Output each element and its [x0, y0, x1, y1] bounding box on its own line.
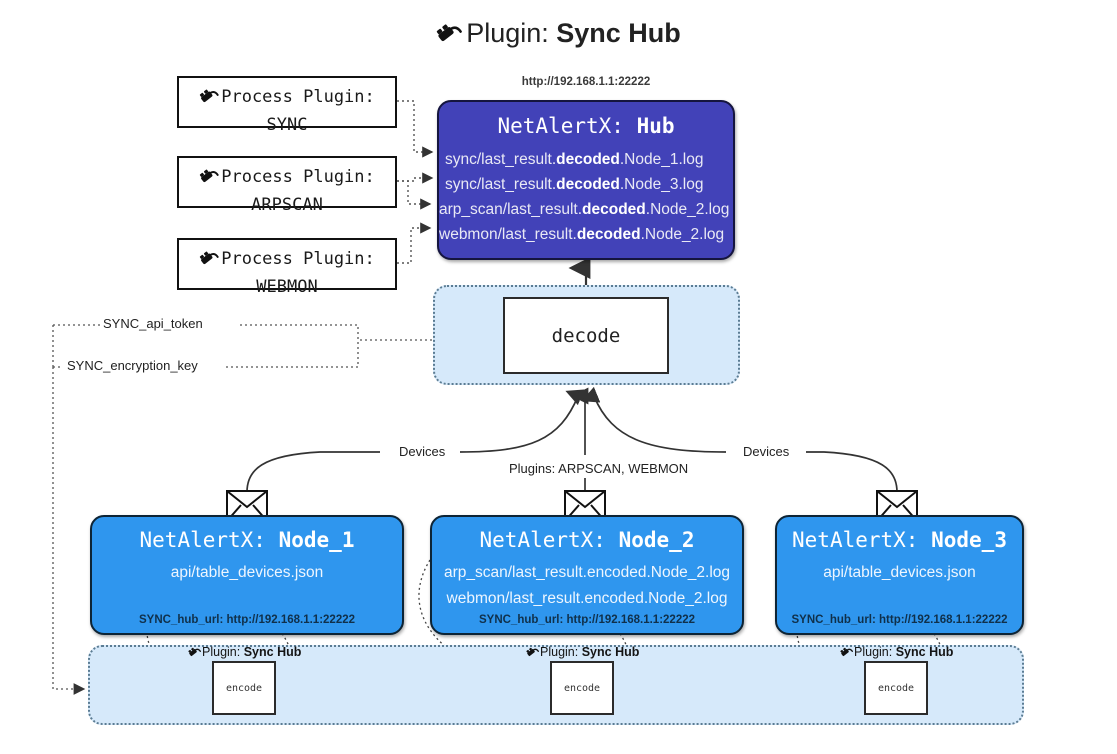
node-title: NetAlertX: Node_2: [432, 528, 742, 552]
decode-box[interactable]: decode: [503, 297, 669, 374]
node-title: NetAlertX: Node_1: [92, 528, 402, 552]
node-box-node-3[interactable]: NetAlertX: Node_3 api/table_devices.json…: [775, 515, 1024, 635]
plug-icon: [199, 87, 219, 113]
plug-icon: [199, 249, 219, 275]
encode-caption-node-2: Plugin: Sync Hub: [526, 645, 639, 661]
hub-node-box[interactable]: NetAlertX: Hub sync/last_result.decoded.…: [437, 100, 735, 260]
edge-label-devices-left: Devices: [396, 444, 449, 459]
hub-log-list: sync/last_result.decoded.Node_1.log sync…: [439, 147, 733, 247]
node-line-item: arp_scan/last_result.encoded.Node_2.log: [443, 564, 731, 581]
plug-icon: [840, 646, 853, 661]
sync-api-token-label: SYNC_api_token: [100, 316, 206, 331]
node-line-list: arp_scan/last_result.encoded.Node_2.log …: [432, 560, 742, 612]
process-plugin-label: Process Plugin:: [221, 87, 375, 107]
node-line-list: api/table_devices.json: [92, 560, 402, 586]
node-title-prefix: NetAlertX:: [139, 528, 266, 552]
process-plugin-name: WEBMON: [256, 277, 318, 297]
node-box-node-2[interactable]: NetAlertX: Node_2 arp_scan/last_result.e…: [430, 515, 744, 635]
page-title: Plugin: Sync Hub: [0, 18, 1117, 52]
hub-title-prefix: NetAlertX:: [497, 114, 624, 138]
node-footer-hub-url: SYNC_hub_url: http://192.168.1.1:22222: [138, 614, 356, 626]
encode-caption-node-3: Plugin: Sync Hub: [840, 645, 953, 661]
hub-log-item: sync/last_result.decoded.Node_3.log: [445, 176, 704, 193]
node-title-name: Node_3: [931, 528, 1007, 552]
node-title-prefix: NetAlertX:: [479, 528, 606, 552]
process-plugin-label: Process Plugin:: [221, 167, 375, 187]
process-plugin-name: SYNC: [266, 115, 308, 135]
plug-icon: [526, 646, 539, 661]
sync-encryption-key-label: SYNC_encryption_key: [64, 358, 201, 373]
edge-label-plugins: Plugins: ARPSCAN, WEBMON: [506, 461, 692, 476]
hub-title: NetAlertX: Hub: [439, 114, 733, 138]
node-line-item: api/table_devices.json: [823, 564, 976, 581]
node-title-prefix: NetAlertX:: [792, 528, 919, 552]
process-plugin-box-arpscan[interactable]: Process Plugin: ARPSCAN: [177, 156, 397, 215]
process-plugin-box-webmon[interactable]: Process Plugin: WEBMON: [177, 238, 397, 297]
plug-icon: [436, 21, 463, 52]
plug-icon: [188, 646, 201, 661]
process-plugin-label: Process Plugin:: [221, 249, 375, 269]
page-title-prefix: Plugin:: [466, 18, 549, 48]
plug-icon: [199, 167, 219, 193]
node-title-name: Node_1: [278, 528, 355, 552]
encode-caption-node-1: Plugin: Sync Hub: [188, 645, 301, 661]
page-title-name: Sync Hub: [556, 18, 681, 48]
node-line-item: webmon/last_result.encoded.Node_2.log: [446, 590, 728, 607]
node-title-name: Node_2: [618, 528, 695, 552]
node-line-item: api/table_devices.json: [170, 564, 324, 581]
node-line-list: api/table_devices.json: [777, 560, 1022, 586]
encode-box-node-3[interactable]: encode: [864, 661, 928, 715]
node-box-node-1[interactable]: NetAlertX: Node_1 api/table_devices.json…: [90, 515, 404, 635]
edge-label-devices-right: Devices: [740, 444, 793, 459]
node-footer-hub-url: SYNC_hub_url: http://192.168.1.1:22222: [478, 614, 696, 626]
node-title: NetAlertX: Node_3: [777, 528, 1022, 552]
process-plugin-name: ARPSCAN: [251, 195, 323, 215]
process-plugin-box-sync[interactable]: Process Plugin: SYNC: [177, 76, 397, 135]
encode-box-node-1[interactable]: encode: [212, 661, 276, 715]
node-footer-hub-url: SYNC_hub_url: http://192.168.1.1:22222: [791, 614, 1008, 626]
hub-title-name: Hub: [636, 114, 675, 138]
hub-log-item: sync/last_result.decoded.Node_1.log: [445, 151, 704, 168]
hub-log-item: arp_scan/last_result.decoded.Node_2.log: [439, 201, 730, 218]
encode-box-node-2[interactable]: encode: [550, 661, 614, 715]
hub-url-label: http://192.168.1.1:22222: [521, 76, 651, 88]
hub-log-item: webmon/last_result.decoded.Node_2.log: [439, 226, 725, 243]
